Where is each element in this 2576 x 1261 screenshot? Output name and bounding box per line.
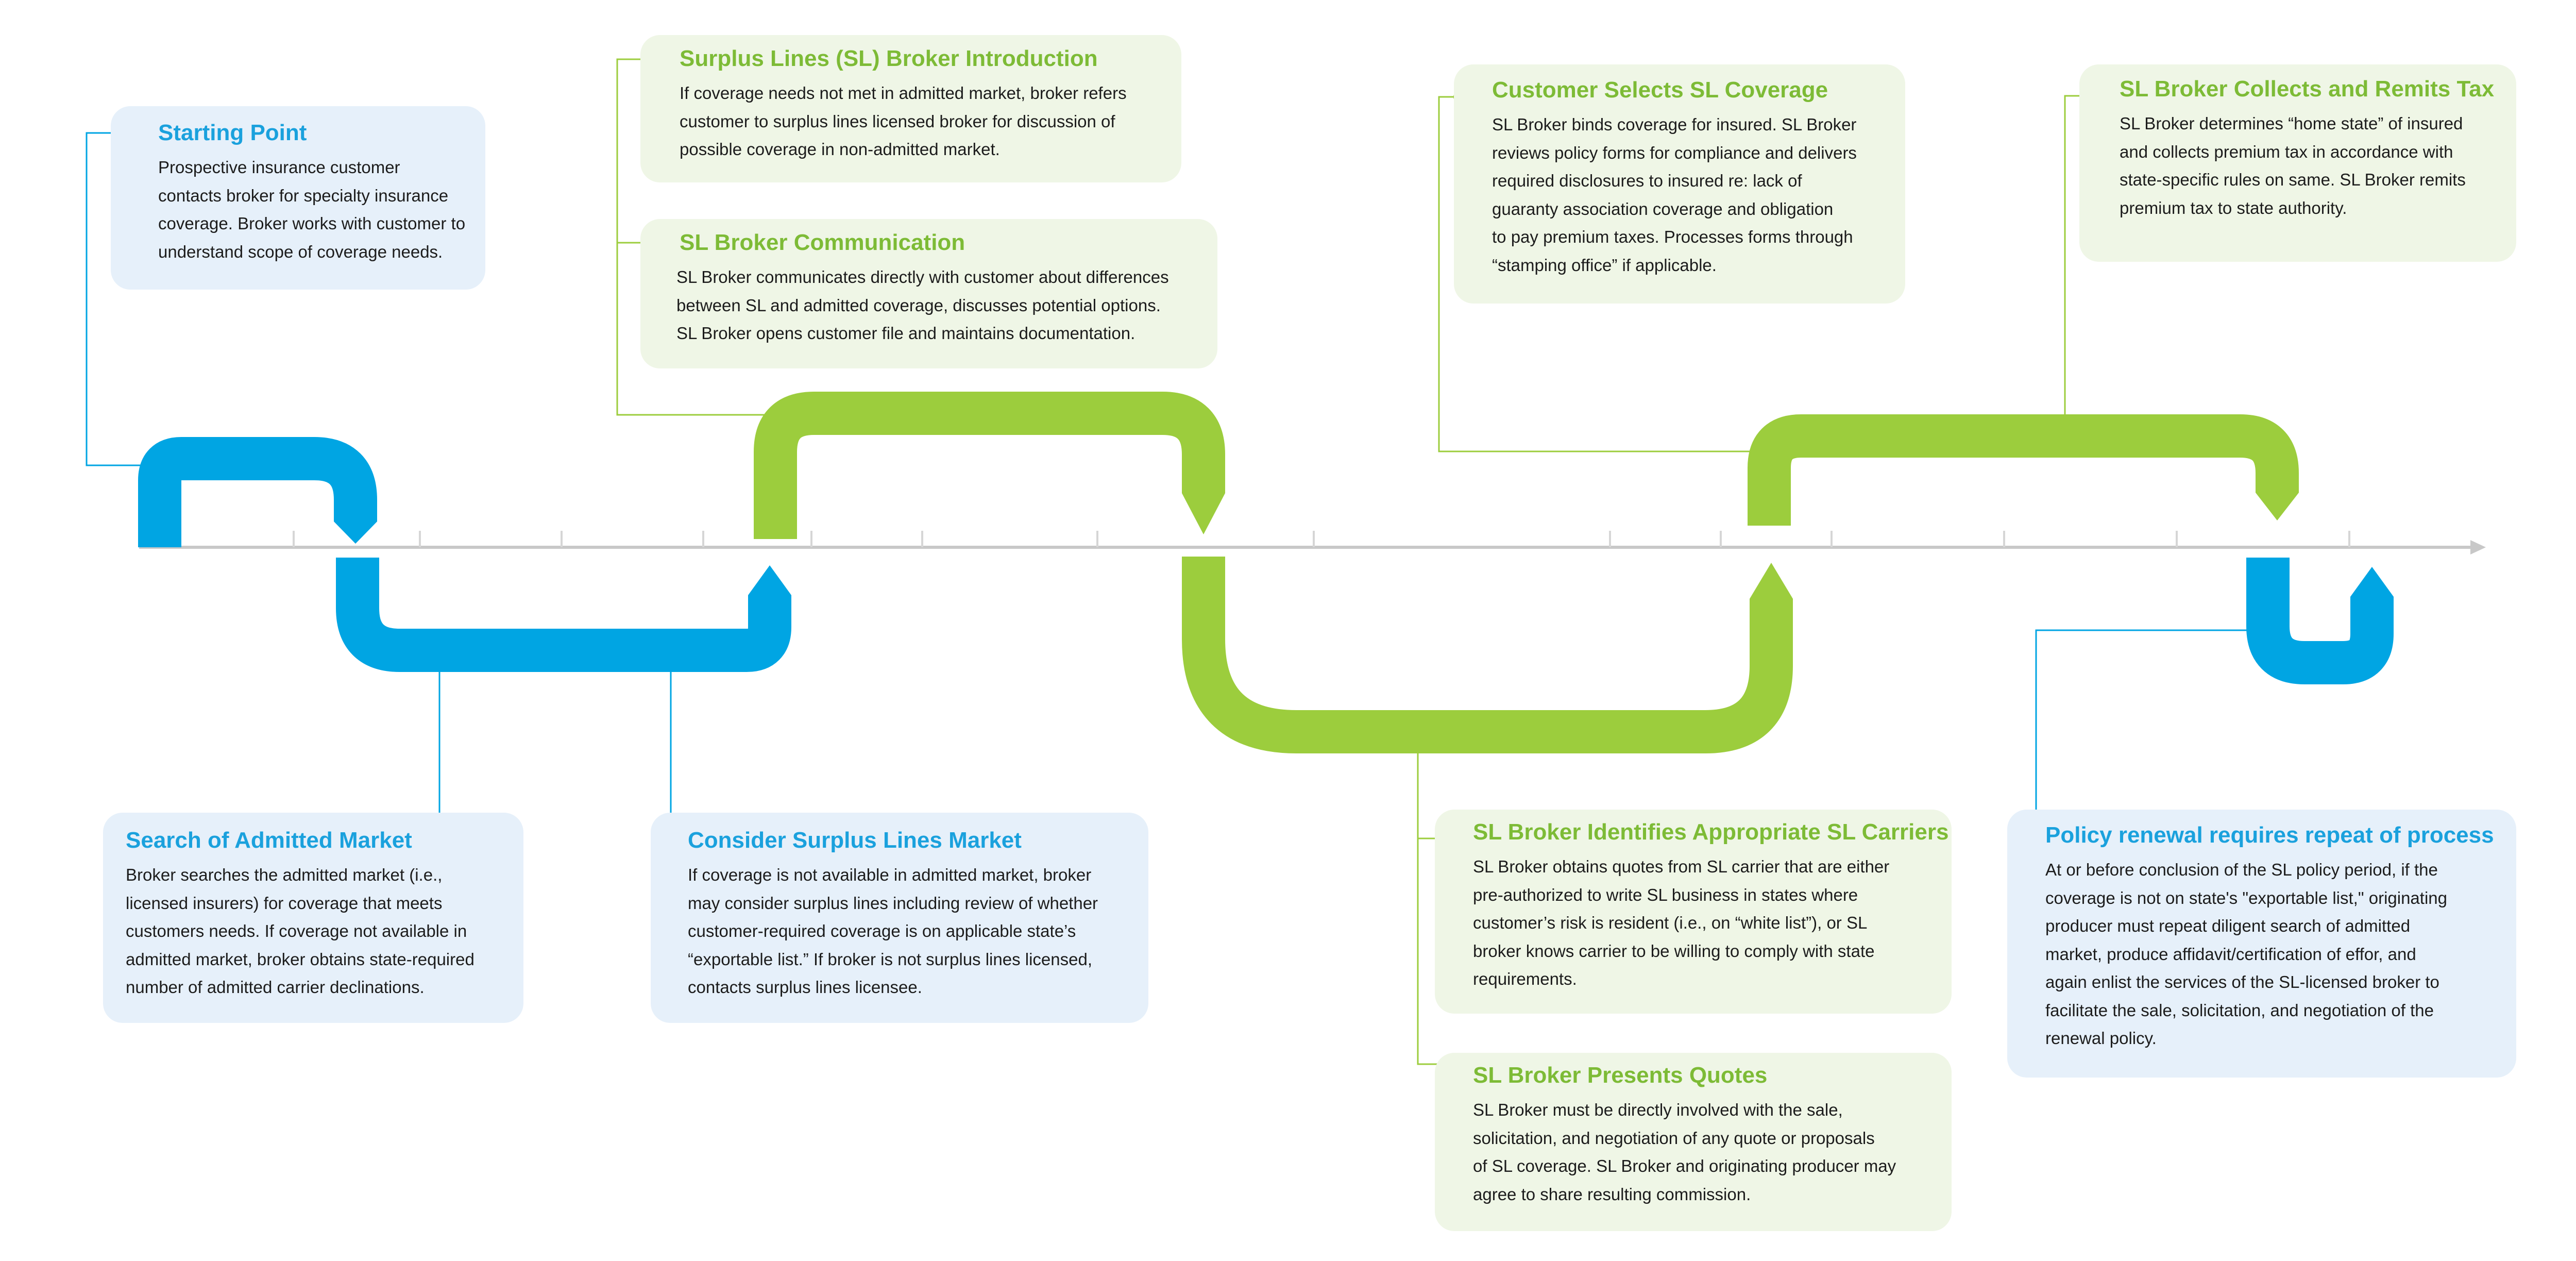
card-title: SL Broker Presents Quotes xyxy=(1473,1063,1768,1088)
card-title: Policy renewal requires repeat of proces… xyxy=(2045,822,2494,848)
flow-arrowhead-start xyxy=(334,522,377,544)
flow-arrow-start xyxy=(138,437,377,547)
card-body: At or before conclusion of the SL policy… xyxy=(2045,860,2447,1048)
connector-renewal xyxy=(2035,629,2268,842)
card-body: SL Broker must be directly involved with… xyxy=(1473,1100,1896,1204)
flow-arrow-selects xyxy=(1748,414,2299,526)
connector-starting-point xyxy=(86,132,160,466)
card-title: Search of Admitted Market xyxy=(126,828,412,853)
timeline-axis xyxy=(139,531,2486,554)
flow-arrowhead-introduction xyxy=(1182,493,1225,534)
card-title: Consider Surplus Lines Market xyxy=(688,828,1022,853)
card-body: SL Broker determines “home state” of ins… xyxy=(2120,114,2466,217)
card-policy-renewal: Policy renewal requires repeat of proces… xyxy=(2007,810,2516,1078)
card-body: SL Broker communicates directly with cus… xyxy=(676,267,1169,343)
flow-arrowhead-renewal xyxy=(2350,567,2394,597)
card-title: Customer Selects SL Coverage xyxy=(1492,77,1828,103)
card-body: Prospective insurance customer contacts … xyxy=(158,158,466,261)
card-title: Starting Point xyxy=(158,120,307,145)
flow-arrowhead-carriers xyxy=(1750,563,1793,599)
card-sl-broker-introduction: Surplus Lines (SL) Broker Introduction I… xyxy=(640,35,1181,182)
flow-arrowhead-selects xyxy=(2256,493,2299,520)
flow-arrow-renewal xyxy=(2246,558,2394,684)
card-customer-selects-coverage: Customer Selects SL Coverage SL Broker b… xyxy=(1454,64,1905,304)
flow-arrowhead-search xyxy=(748,565,791,595)
card-body: SL Broker obtains quotes from SL carrier… xyxy=(1473,857,1890,988)
card-title: Surplus Lines (SL) Broker Introduction xyxy=(680,46,1098,71)
card-title: SL Broker Collects and Remits Tax xyxy=(2120,76,2495,102)
card-sl-broker-communication: SL Broker Communication SL Broker commun… xyxy=(640,219,1217,368)
card-body: If coverage is not available in admitted… xyxy=(688,865,1098,997)
flow-arrow-introduction xyxy=(754,392,1225,539)
card-title: SL Broker Communication xyxy=(680,230,965,255)
flow-arrow-search xyxy=(336,558,791,672)
card-title: SL Broker Identifies Appropriate SL Carr… xyxy=(1473,819,1949,845)
card-sl-remits-tax: SL Broker Collects and Remits Tax SL Bro… xyxy=(2079,64,2516,262)
card-sl-carriers: SL Broker Identifies Appropriate SL Carr… xyxy=(1435,810,1952,1014)
card-consider-surplus-lines: Consider Surplus Lines Market If coverag… xyxy=(651,813,1148,1023)
connector-selects xyxy=(1438,96,1769,452)
card-body: Broker searches the admitted market (i.e… xyxy=(126,865,474,997)
card-search-admitted-market: Search of Admitted Market Broker searche… xyxy=(103,813,523,1023)
card-sl-presents-quotes: SL Broker Presents Quotes SL Broker must… xyxy=(1435,1053,1952,1231)
flow-arrow-carriers xyxy=(1182,557,1793,753)
card-body: SL Broker binds coverage for insured. SL… xyxy=(1492,115,1857,275)
card-starting-point: Starting Point Prospective insurance cus… xyxy=(111,106,485,290)
card-body: If coverage needs not met in admitted ma… xyxy=(680,83,1127,159)
